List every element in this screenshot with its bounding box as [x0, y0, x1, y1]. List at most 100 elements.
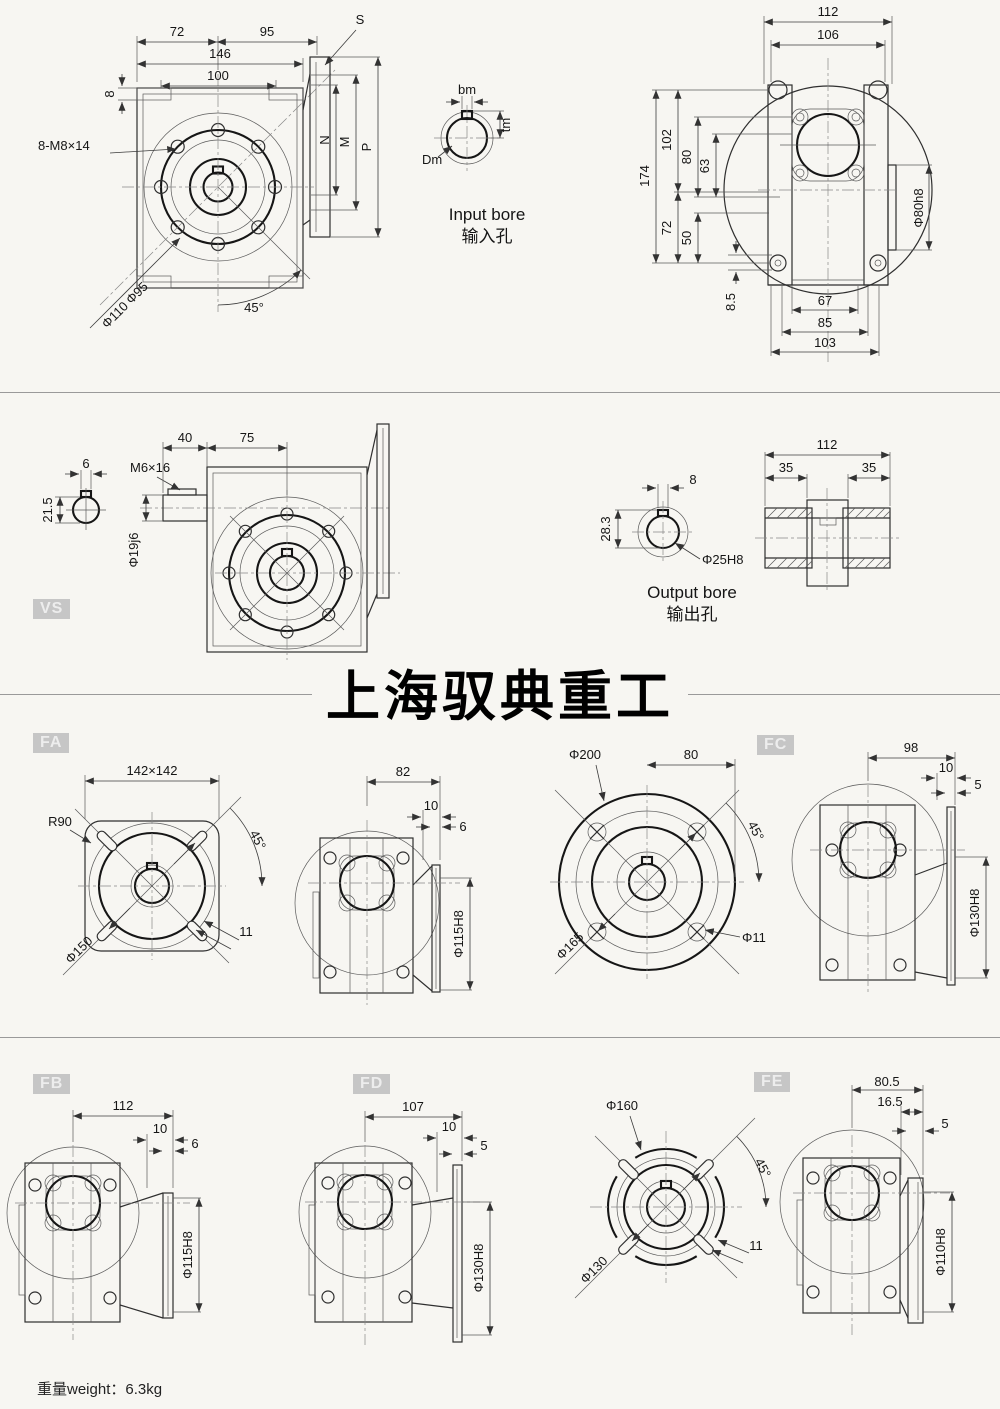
- fig-output-bore: 8 28.3 Φ25H8 Output bore 输出孔: [598, 472, 743, 624]
- dim-dia95: Φ95: [123, 279, 151, 307]
- dim-45deg: 45°: [745, 819, 767, 843]
- dim-106: 106: [817, 27, 839, 42]
- fig-fb-flange-side: 112 10 6 Φ115H8: [6, 1098, 203, 1340]
- fig-fe-flange-front: Φ160 45° Φ130 11: [574, 1098, 774, 1299]
- dim-45deg: 45°: [247, 828, 269, 852]
- fig-input-bore: bm tm Dm Input bore 输入孔: [422, 82, 526, 246]
- dim-8: 8: [689, 472, 696, 487]
- badge-fe: FE: [754, 1072, 791, 1092]
- dim-45deg: 45°: [244, 300, 264, 315]
- dim-35-left: 35: [779, 460, 793, 475]
- dim-bm: bm: [458, 82, 476, 97]
- fig-fa-flange-side: 82 10 6 Φ115H8: [294, 764, 474, 1005]
- badge-fa: FA: [33, 733, 70, 753]
- dim-72b: 72: [659, 221, 674, 235]
- label-m: M: [337, 137, 352, 148]
- dim-dia19j6: Φ19j6: [126, 533, 141, 568]
- dim-82: 82: [396, 764, 410, 779]
- dim-146: 146: [209, 46, 231, 61]
- dim-8p5: 8.5: [723, 293, 738, 311]
- fig-fd-flange-side: 107 10 5 Φ130H8: [298, 1099, 494, 1345]
- dim-10: 10: [939, 760, 953, 775]
- dim-85: 85: [818, 315, 832, 330]
- dim-67: 67: [818, 293, 832, 308]
- dim-174: 174: [637, 165, 652, 187]
- dim-28p3: 28.3: [598, 516, 613, 541]
- dim-5: 5: [941, 1116, 948, 1131]
- dim-dia130: Φ130: [577, 1253, 610, 1286]
- fig-vs-side-view: 6 21.5 M6×16 40 75 Φ19j6: [40, 423, 400, 660]
- dim-Dm: Dm: [422, 152, 442, 167]
- dim-80p5: 80.5: [874, 1074, 899, 1089]
- dim-dia150: Φ150: [62, 933, 95, 966]
- dim-11: 11: [749, 1238, 763, 1253]
- dim-112: 112: [113, 1098, 134, 1113]
- dim-112: 112: [817, 437, 838, 452]
- dim-72: 72: [170, 24, 184, 39]
- caption-output-bore-en: Output bore: [647, 583, 737, 602]
- dim-dia130h8: Φ130H8: [471, 1244, 486, 1293]
- caption-output-bore-zh: 输出孔: [667, 605, 718, 624]
- dim-10: 10: [153, 1121, 167, 1136]
- dim-dia11: Φ11: [742, 930, 766, 945]
- badge-fb: FB: [33, 1074, 71, 1094]
- fig-rear-view: 112 106 174 102 72 80 50 63 8.5 Φ80h8 67…: [637, 4, 933, 362]
- dim-21p5: 21.5: [40, 497, 55, 522]
- label-s: S: [356, 12, 365, 27]
- label-n: N: [317, 135, 332, 144]
- fig-fc-flange-front: Φ200 80 45° Φ165 Φ11: [550, 747, 767, 979]
- dim-80: 80: [684, 747, 698, 762]
- dim-35-right: 35: [862, 460, 876, 475]
- dim-103: 103: [814, 335, 836, 350]
- dim-dia115h8: Φ115H8: [180, 1231, 195, 1279]
- dim-142x142: 142×142: [127, 763, 178, 778]
- dim-r90: R90: [48, 814, 72, 829]
- dim-98: 98: [904, 740, 918, 755]
- dim-107: 107: [402, 1099, 424, 1114]
- dim-dia115h8: Φ115H8: [451, 910, 466, 958]
- fig-front-view: 72 95 146 100 8 8-M8×14 Φ95 Φ110 45° S N…: [38, 12, 382, 331]
- dim-112: 112: [818, 4, 839, 19]
- dim-10: 10: [442, 1119, 456, 1134]
- dim-100: 100: [207, 68, 229, 83]
- dim-6: 6: [459, 819, 466, 834]
- dim-5: 5: [974, 777, 981, 792]
- weight-note: 重量weight：6.3kg: [37, 1381, 163, 1398]
- caption-input-bore-en: Input bore: [449, 205, 526, 224]
- fig-fa-flange-front: 142×142 R90 45° Φ150 11: [48, 763, 269, 976]
- dim-dia130h8: Φ130H8: [967, 889, 982, 938]
- dim-45deg: 45°: [752, 1156, 774, 1180]
- dim-5: 5: [480, 1138, 487, 1153]
- fig-output-sleeve: 112 35 35: [755, 437, 900, 590]
- label-p: P: [359, 143, 374, 152]
- dim-dia80h8: Φ80h8: [911, 188, 926, 227]
- dim-6: 6: [191, 1136, 198, 1151]
- dim-10: 10: [424, 798, 438, 813]
- badge-vs: VS: [33, 599, 71, 619]
- dim-dia25h8: Φ25H8: [702, 552, 743, 567]
- fig-fe-flange-side: 80.5 16.5 5 Φ110H8: [779, 1074, 956, 1335]
- dim-8: 8: [102, 90, 117, 97]
- dim-95: 95: [260, 24, 274, 39]
- brand-banner: 上海驭典重工: [0, 652, 1000, 731]
- dim-80: 80: [679, 150, 694, 164]
- dim-dia160: Φ160: [606, 1098, 638, 1113]
- dim-40: 40: [178, 430, 192, 445]
- dim-m6x16: M6×16: [130, 460, 170, 475]
- label-bolt-spec: 8-M8×14: [38, 138, 90, 153]
- dim-50: 50: [679, 231, 694, 245]
- dim-75: 75: [240, 430, 254, 445]
- dim-11: 11: [239, 924, 253, 939]
- dim-dia200: Φ200: [569, 747, 601, 762]
- section-divider: [0, 1037, 1000, 1038]
- dim-16p5: 16.5: [877, 1094, 902, 1109]
- badge-fd: FD: [353, 1074, 391, 1094]
- dim-dia165: Φ165: [553, 929, 586, 962]
- brand-banner-text: 上海驭典重工: [312, 667, 688, 727]
- dim-tm: tm: [498, 118, 513, 132]
- section-divider: [0, 392, 1000, 393]
- dim-102: 102: [659, 129, 674, 151]
- badge-fc: FC: [757, 735, 795, 755]
- fig-fc-flange-side: 98 10 5 Φ130H8: [791, 740, 990, 995]
